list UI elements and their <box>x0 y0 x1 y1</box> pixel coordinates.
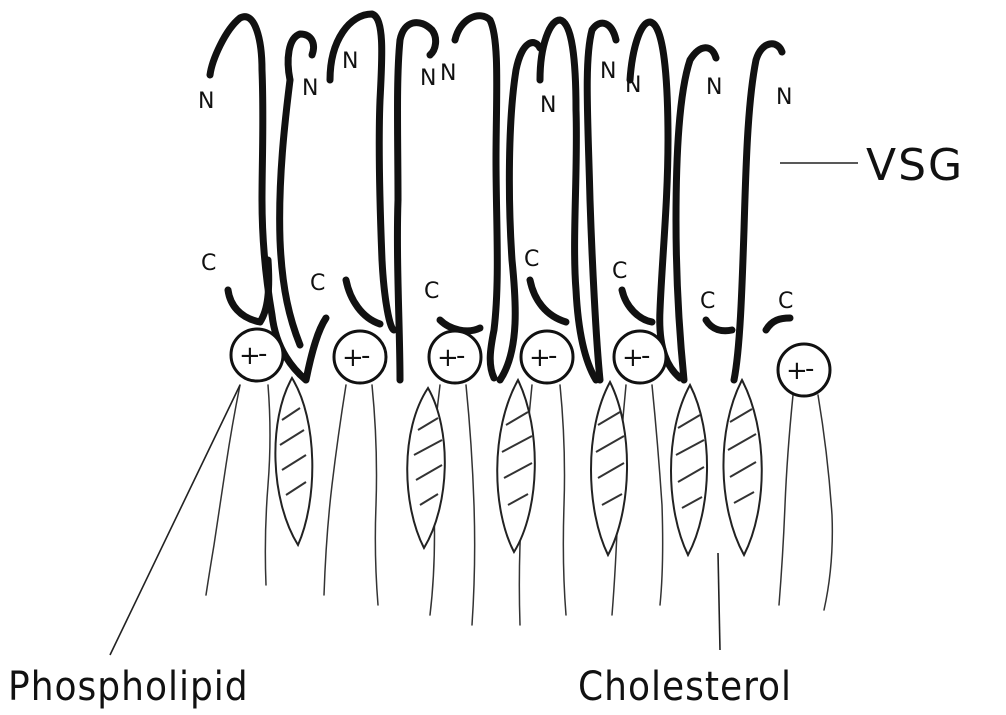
n-terminus-label: N <box>342 49 358 74</box>
cholesterol-molecule <box>671 385 707 555</box>
cholesterol-molecule <box>497 380 535 552</box>
minus-sign: - <box>548 341 557 371</box>
minus-sign: - <box>805 354 814 384</box>
c-terminus-label: C <box>612 259 627 284</box>
c-terminus-label: C <box>310 271 325 296</box>
n-terminus-label: N <box>625 73 641 98</box>
n-terminus-label: N <box>706 75 722 100</box>
n-terminus-label: N <box>420 66 436 91</box>
minus-sign: - <box>258 339 267 369</box>
n-terminus-label: N <box>440 61 456 86</box>
phospholipid-head: + - <box>231 329 283 381</box>
vsg-label: VSG <box>866 140 964 191</box>
phospholipid-head: + - <box>521 331 573 383</box>
cholesterol-molecule <box>591 382 627 555</box>
n-terminus-label: N <box>600 59 616 84</box>
n-terminus-label: N <box>776 85 792 110</box>
n-terminus-label: N <box>302 76 318 101</box>
c-terminus-label: C <box>700 289 715 314</box>
minus-sign: - <box>361 341 370 371</box>
cholesterol-molecule <box>275 378 312 545</box>
vsg-strands <box>210 14 790 380</box>
n-terminus-label: N <box>540 93 556 118</box>
phospholipid-head: + - <box>334 331 386 383</box>
phospholipid-head: + - <box>614 331 666 383</box>
cholesterol-molecule <box>407 388 445 548</box>
c-terminus-label: C <box>201 251 216 276</box>
minus-sign: - <box>641 341 650 371</box>
minus-sign: - <box>456 341 465 371</box>
phospholipid-label: Phospholipid <box>8 664 249 710</box>
cholesterol-molecules <box>275 378 761 555</box>
cholesterol-label: Cholesterol <box>578 664 792 710</box>
phospholipid-head: + - <box>429 331 481 383</box>
c-terminus-label: C <box>524 247 539 272</box>
phospholipid-leader-line <box>110 385 240 655</box>
cholesterol-leader-line <box>718 553 720 650</box>
n-terminus-label: N <box>198 89 214 114</box>
c-terminus-label: C <box>778 289 793 314</box>
cholesterol-molecule <box>723 380 761 555</box>
phospholipid-head: + - <box>778 344 830 396</box>
c-terminus-label: C <box>424 279 439 304</box>
